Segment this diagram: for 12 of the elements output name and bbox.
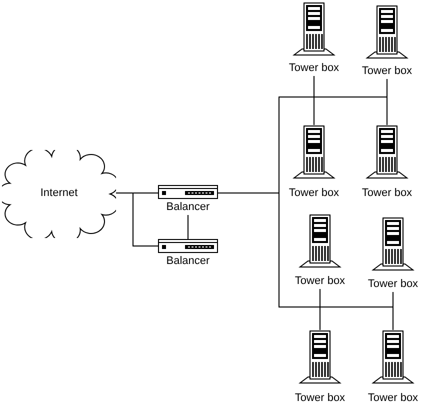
device-label: Tower box <box>294 275 346 287</box>
device-label: Tower box <box>288 187 340 199</box>
device-label: Tower box <box>362 187 412 199</box>
device-label: Balancer <box>166 255 210 267</box>
cloud-label: Internet <box>40 187 78 199</box>
device-label: Tower box <box>362 65 412 77</box>
device-label: Tower box <box>288 62 340 74</box>
network-cable <box>218 192 394 330</box>
device-label: Tower box <box>368 278 418 290</box>
device-label: Tower box <box>294 392 346 404</box>
device-label: Balancer <box>166 201 210 213</box>
device-label: Tower box <box>368 392 418 404</box>
